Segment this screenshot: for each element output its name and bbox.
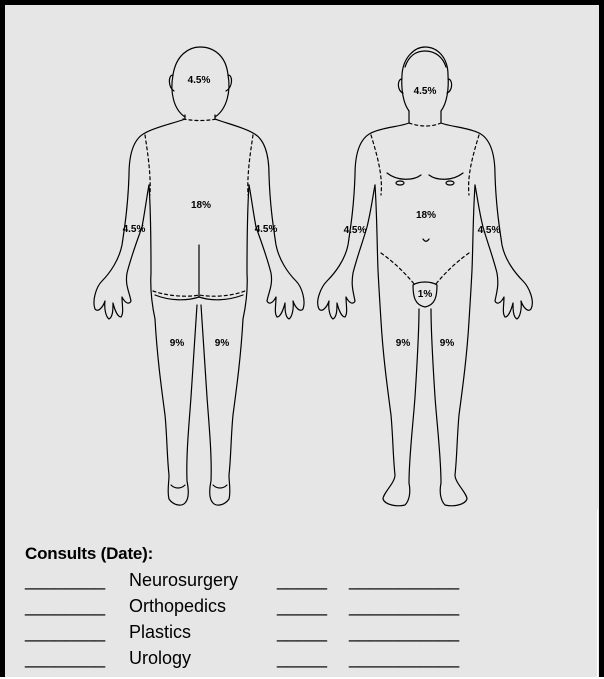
front-head-percent: 4.5% — [414, 86, 437, 97]
body-diagram: 4.5% 18% 4.5% 4.5% 9% 9% 4.5% 18% 4.5% 4… — [5, 5, 604, 525]
back-left-leg-percent: 9% — [170, 338, 185, 349]
consult-date-blank[interactable]: ________ — [25, 622, 105, 643]
right-edge-strip — [597, 509, 598, 679]
consult-time-blank[interactable]: _____ — [277, 596, 327, 617]
consult-row-plastics: ________ Plastics _____ ___________ — [25, 622, 595, 648]
consult-name-blank[interactable]: ___________ — [349, 596, 459, 617]
consult-time-blank[interactable]: _____ — [277, 622, 327, 643]
consult-label: Plastics — [129, 622, 191, 643]
back-right-arm-percent: 4.5% — [255, 224, 278, 235]
back-head-percent: 4.5% — [188, 75, 211, 86]
front-trunk-percent: 18% — [416, 210, 436, 221]
consult-name-blank[interactable]: ___________ — [349, 570, 459, 591]
consult-row-urology: ________ Urology _____ ___________ — [25, 648, 595, 674]
front-view-figure — [318, 47, 533, 506]
back-trunk-percent: 18% — [191, 200, 211, 211]
consult-date-blank[interactable]: ________ — [25, 648, 105, 669]
consult-label: Neurosurgery — [129, 570, 238, 591]
front-genitals-percent: 1% — [418, 289, 433, 300]
consult-row-neurosurgery: ________ Neurosurgery _____ ___________ — [25, 570, 595, 596]
consult-row-orthopedics: ________ Orthopedics _____ ___________ — [25, 596, 595, 622]
consults-title: Consults (Date): — [25, 544, 595, 566]
consult-time-blank[interactable]: _____ — [277, 570, 327, 591]
consult-name-blank[interactable]: ___________ — [349, 622, 459, 643]
consult-name-blank[interactable]: ___________ — [349, 648, 459, 669]
front-right-leg-percent: 9% — [440, 338, 455, 349]
consult-label: Orthopedics — [129, 596, 226, 617]
consult-label: Urology — [129, 648, 191, 669]
consult-date-blank[interactable]: ________ — [25, 570, 105, 591]
consults-section: Consults (Date): ________ Neurosurgery _… — [25, 544, 595, 674]
back-view-figure — [94, 47, 304, 505]
back-right-leg-percent: 9% — [215, 338, 230, 349]
front-left-leg-percent: 9% — [396, 338, 411, 349]
back-left-arm-percent: 4.5% — [123, 224, 146, 235]
consult-date-blank[interactable]: ________ — [25, 596, 105, 617]
consult-time-blank[interactable]: _____ — [277, 648, 327, 669]
front-left-arm-percent: 4.5% — [344, 225, 367, 236]
front-right-arm-percent: 4.5% — [478, 225, 501, 236]
